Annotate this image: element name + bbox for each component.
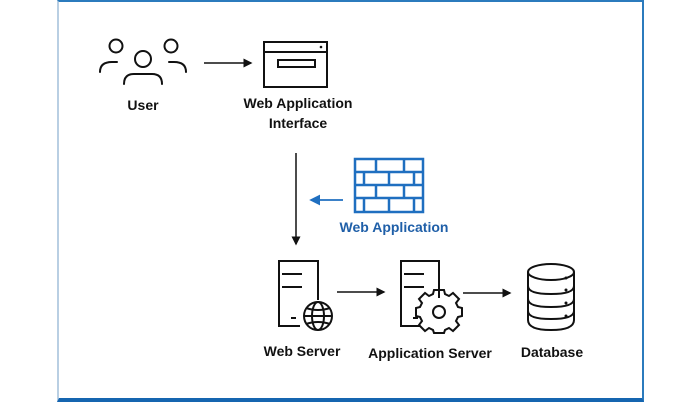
database-icon — [527, 263, 575, 332]
web-app-interface-label-line1: Web Application — [243, 95, 353, 111]
firewall-label: Web Application — [339, 219, 449, 235]
users-icon — [99, 38, 187, 85]
server-gear-icon — [400, 260, 463, 334]
firewall-brick-wall-icon — [353, 157, 425, 214]
user-label: User — [127, 97, 159, 113]
browser-window-icon — [263, 41, 328, 88]
database-label: Database — [520, 344, 584, 360]
web-app-interface-label-line2: Interface — [268, 115, 328, 131]
server-globe-icon — [278, 260, 333, 331]
app-server-label: Application Server — [368, 345, 492, 361]
web-server-label: Web Server — [263, 343, 341, 359]
